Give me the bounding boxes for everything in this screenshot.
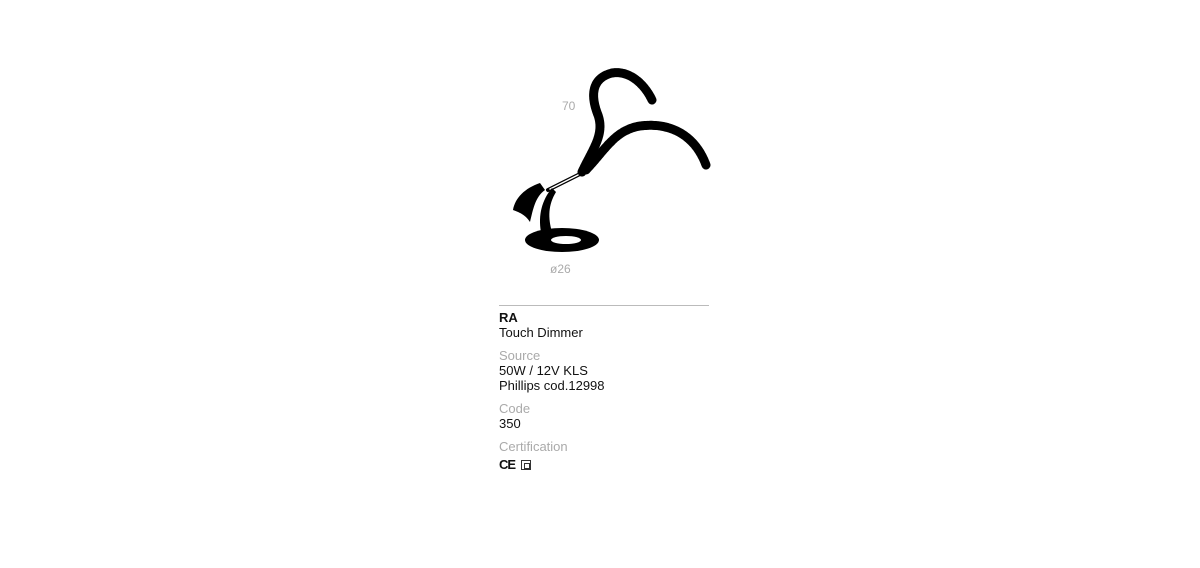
product-info: RA Touch Dimmer Source 50W / 12V KLS Phi… [499,305,709,472]
source-line: Phillips cod.12998 [499,378,605,393]
code-label: Code [499,401,531,416]
certification-label: Certification [499,439,568,454]
source-label: Source [499,348,541,363]
source-line: 50W / 12V KLS [499,363,588,378]
ce-mark-icon: CE [499,457,516,472]
class-ii-double-insulation-icon [521,459,532,470]
product-name: RA [499,310,518,325]
diameter-dimension: ø26 [550,262,571,276]
product-subtitle: Touch Dimmer [499,325,583,340]
lamp-illustration [513,68,711,252]
height-dimension: 70 [562,99,576,113]
certifications: CE [499,457,709,472]
code-value: 350 [499,416,521,431]
